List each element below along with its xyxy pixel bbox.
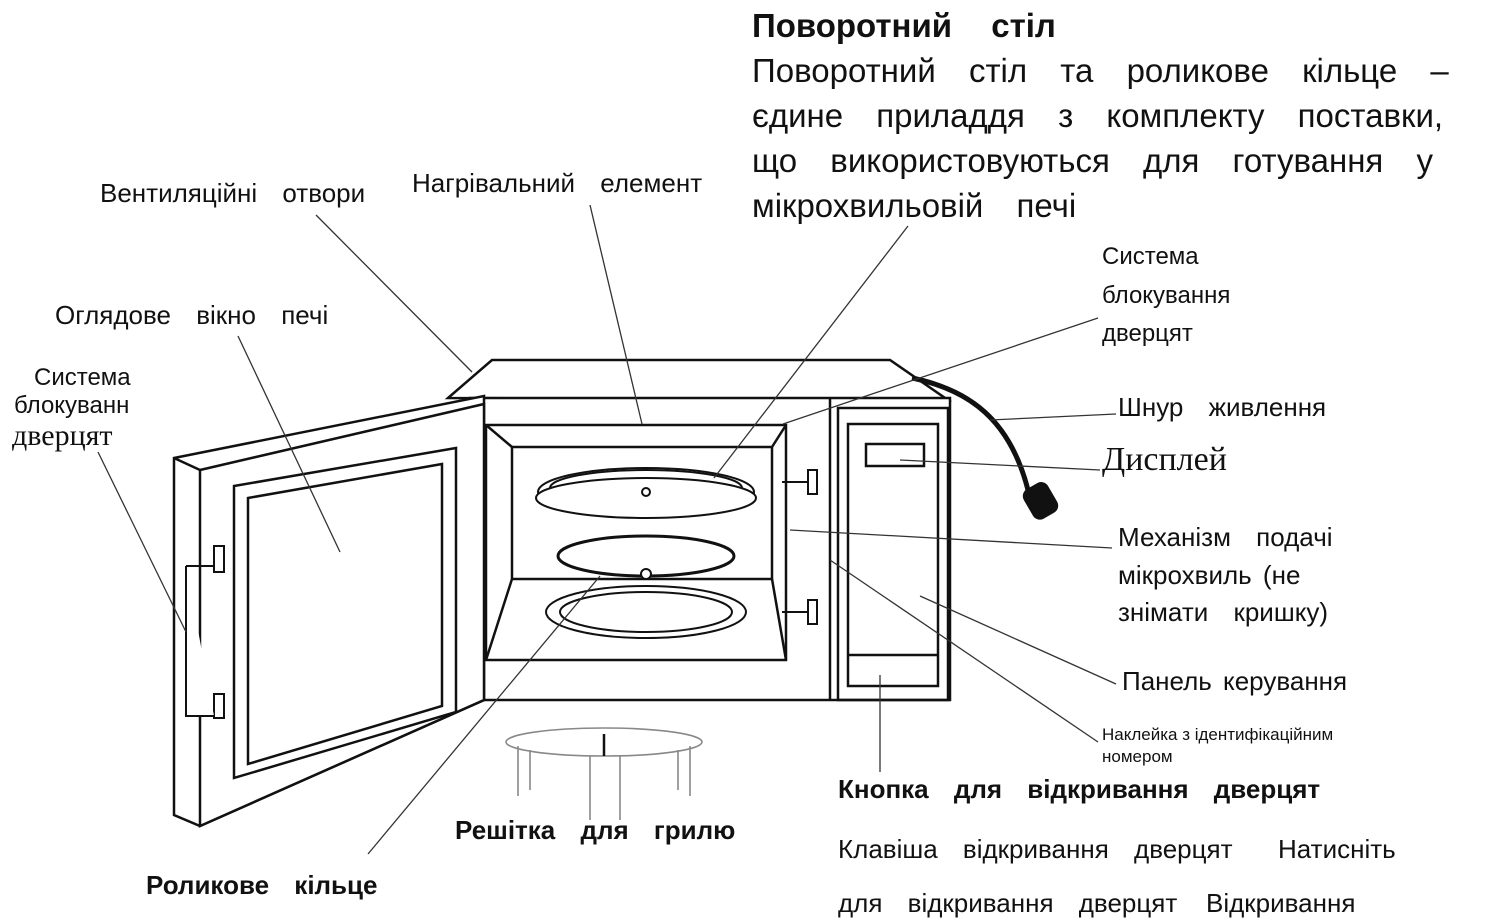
label-grill-rack: Решітка для грилю [455,815,736,845]
label-door-lock-left-1: Система [34,364,131,391]
label-door-button-text-1: Клавіша відкривання дверцят [838,834,1233,864]
roller-ring-drawing [556,534,736,580]
label-door-lock-right-1: Система [1102,243,1199,270]
label-door-button: Кнопка для відкривання дверцят [838,774,1321,804]
door-latches [782,469,818,625]
turntable-title: Поворотний стіл [752,7,1056,44]
label-power-cord: Шнур живлення [1118,392,1327,422]
label-control-panel: Панель керування [1122,666,1348,696]
label-id-sticker-2: номером [1102,747,1173,766]
label-heater: Нагрівальний елемент [412,168,703,198]
label-display: Дисплей [1102,441,1227,478]
label-waveguide-3: знімати кришку) [1118,597,1329,627]
label-waveguide-2: мікрохвиль (не [1118,560,1301,590]
label-door-lock-left-3: дверцят [12,419,113,452]
label-door-button-text-2: Натисніть [1278,834,1396,864]
label-id-sticker-1: Наклейка з ідентифікаційним [1102,725,1334,744]
cavity-floor [545,585,747,639]
label-door-lock-right-2: блокування [1102,282,1231,309]
label-waveguide-1: Механізм подачі [1118,522,1333,552]
grill-rack-drawing [505,727,703,820]
door [172,394,486,828]
label-door-lock-right-3: дверцят [1102,320,1193,347]
label-window: Оглядове вікно печі [55,300,329,330]
label-vents: Вентиляційні отвори [100,178,366,208]
leader-lines [97,204,1117,855]
control-panel [836,406,950,702]
microwave-body [444,358,953,702]
label-roller-ring: Роликове кільце [146,870,378,900]
glass-tray [535,467,757,519]
door-hooks [185,545,225,719]
turntable-description: Поворотний стіл та роликове кільце – єди… [752,52,1449,224]
power-cord [911,375,1031,491]
label-door-lock-left-2: блокуванн [14,392,130,419]
cord-plug [1022,482,1059,520]
